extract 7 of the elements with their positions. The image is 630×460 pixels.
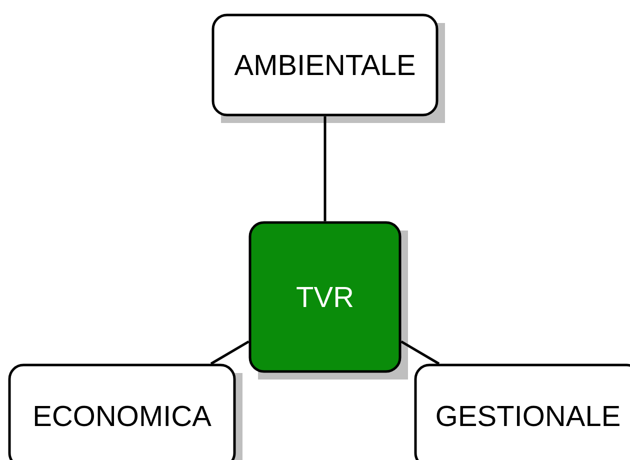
- connector-line: [400, 340, 440, 365]
- category-box: ECONOMICA: [8, 364, 242, 460]
- category-box: AMBIENTALE: [212, 14, 445, 123]
- connector-line: [324, 116, 326, 222]
- category-box: GESTIONALE: [414, 364, 630, 460]
- central-box: TVR: [248, 221, 408, 380]
- connector-line: [210, 340, 250, 365]
